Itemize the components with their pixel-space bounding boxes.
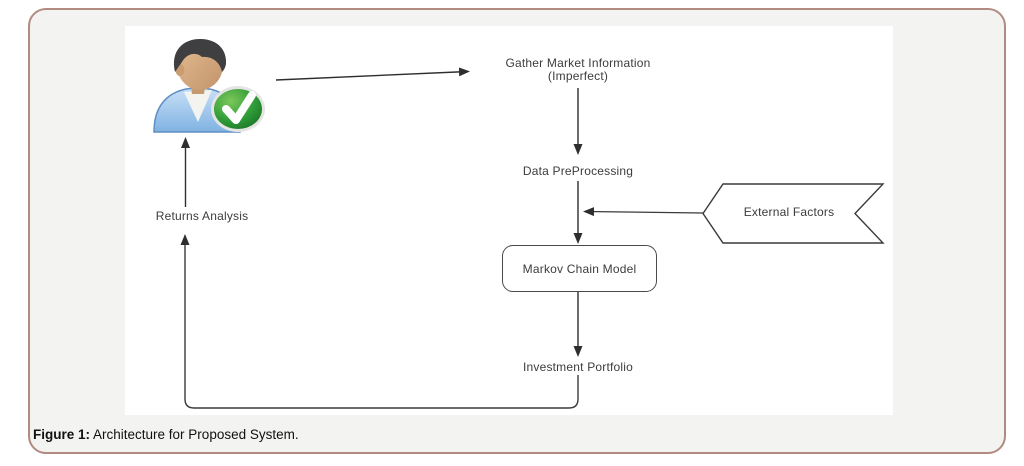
returns-analysis-label: Returns Analysis — [155, 209, 249, 223]
gather-label-line2: (Imperfect) — [547, 69, 609, 83]
node-markov-chain-model: Markov Chain Model — [502, 245, 657, 292]
external-factors-label: External Factors — [743, 205, 835, 219]
node-gather-market-information: Gather Market Information (Imperfect) — [505, 57, 650, 83]
figure-caption-number: Figure 1: — [33, 427, 91, 442]
markov-label: Markov Chain Model — [522, 261, 637, 276]
node-investment-portfolio: Investment Portfolio — [522, 360, 634, 374]
gather-label-line1: Gather Market Information — [505, 56, 651, 70]
figure-caption: Figure 1: Architecture for Proposed Syst… — [33, 427, 299, 442]
figure-caption-text: Architecture for Proposed System. — [90, 427, 299, 442]
node-data-preprocessing: Data PreProcessing — [522, 164, 634, 178]
